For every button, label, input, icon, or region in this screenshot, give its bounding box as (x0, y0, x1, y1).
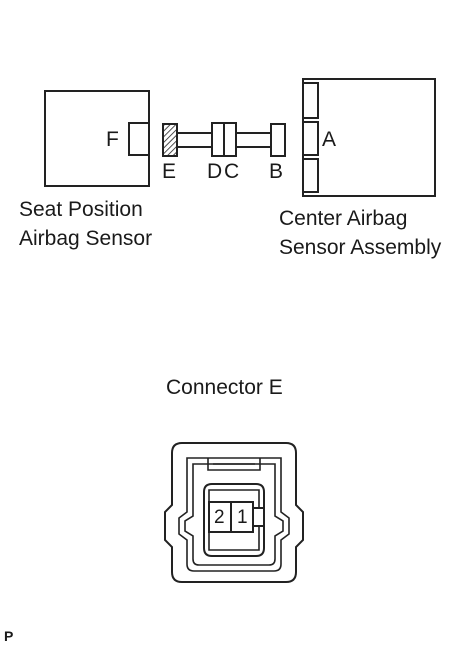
seat-sensor-name-line2: Airbag Sensor (19, 227, 153, 250)
connector-a (302, 121, 319, 156)
connector-key-tab (252, 507, 265, 527)
pin-1-label: 1 (237, 507, 248, 528)
connector-d (211, 122, 225, 157)
center-airbag-assembly-box (302, 78, 436, 197)
pin-2-label: 2 (214, 507, 225, 528)
connector-f (128, 122, 150, 156)
connector-e-front-view (164, 442, 304, 583)
corner-mark: P (4, 628, 14, 644)
label-connector-a: A (322, 128, 337, 151)
label-connector-e: E (162, 160, 177, 183)
connector-view-title: Connector E (166, 376, 283, 399)
harness-wire-e-d (176, 132, 213, 148)
connector-c (223, 122, 237, 157)
assembly-connector-top (302, 82, 319, 119)
label-connector-c: C (224, 160, 240, 183)
center-assembly-name-line1: Center Airbag (279, 207, 408, 230)
assembly-connector-bottom (302, 158, 319, 193)
connector-b (270, 123, 286, 157)
label-connector-f: F (106, 128, 119, 151)
harness-wire-c-b (235, 132, 272, 148)
label-connector-d: D (207, 160, 223, 183)
seat-sensor-name-line1: Seat Position (19, 198, 143, 221)
center-assembly-name-line2: Sensor Assembly (279, 236, 442, 259)
connector-e (162, 123, 178, 157)
label-connector-b: B (269, 160, 284, 183)
